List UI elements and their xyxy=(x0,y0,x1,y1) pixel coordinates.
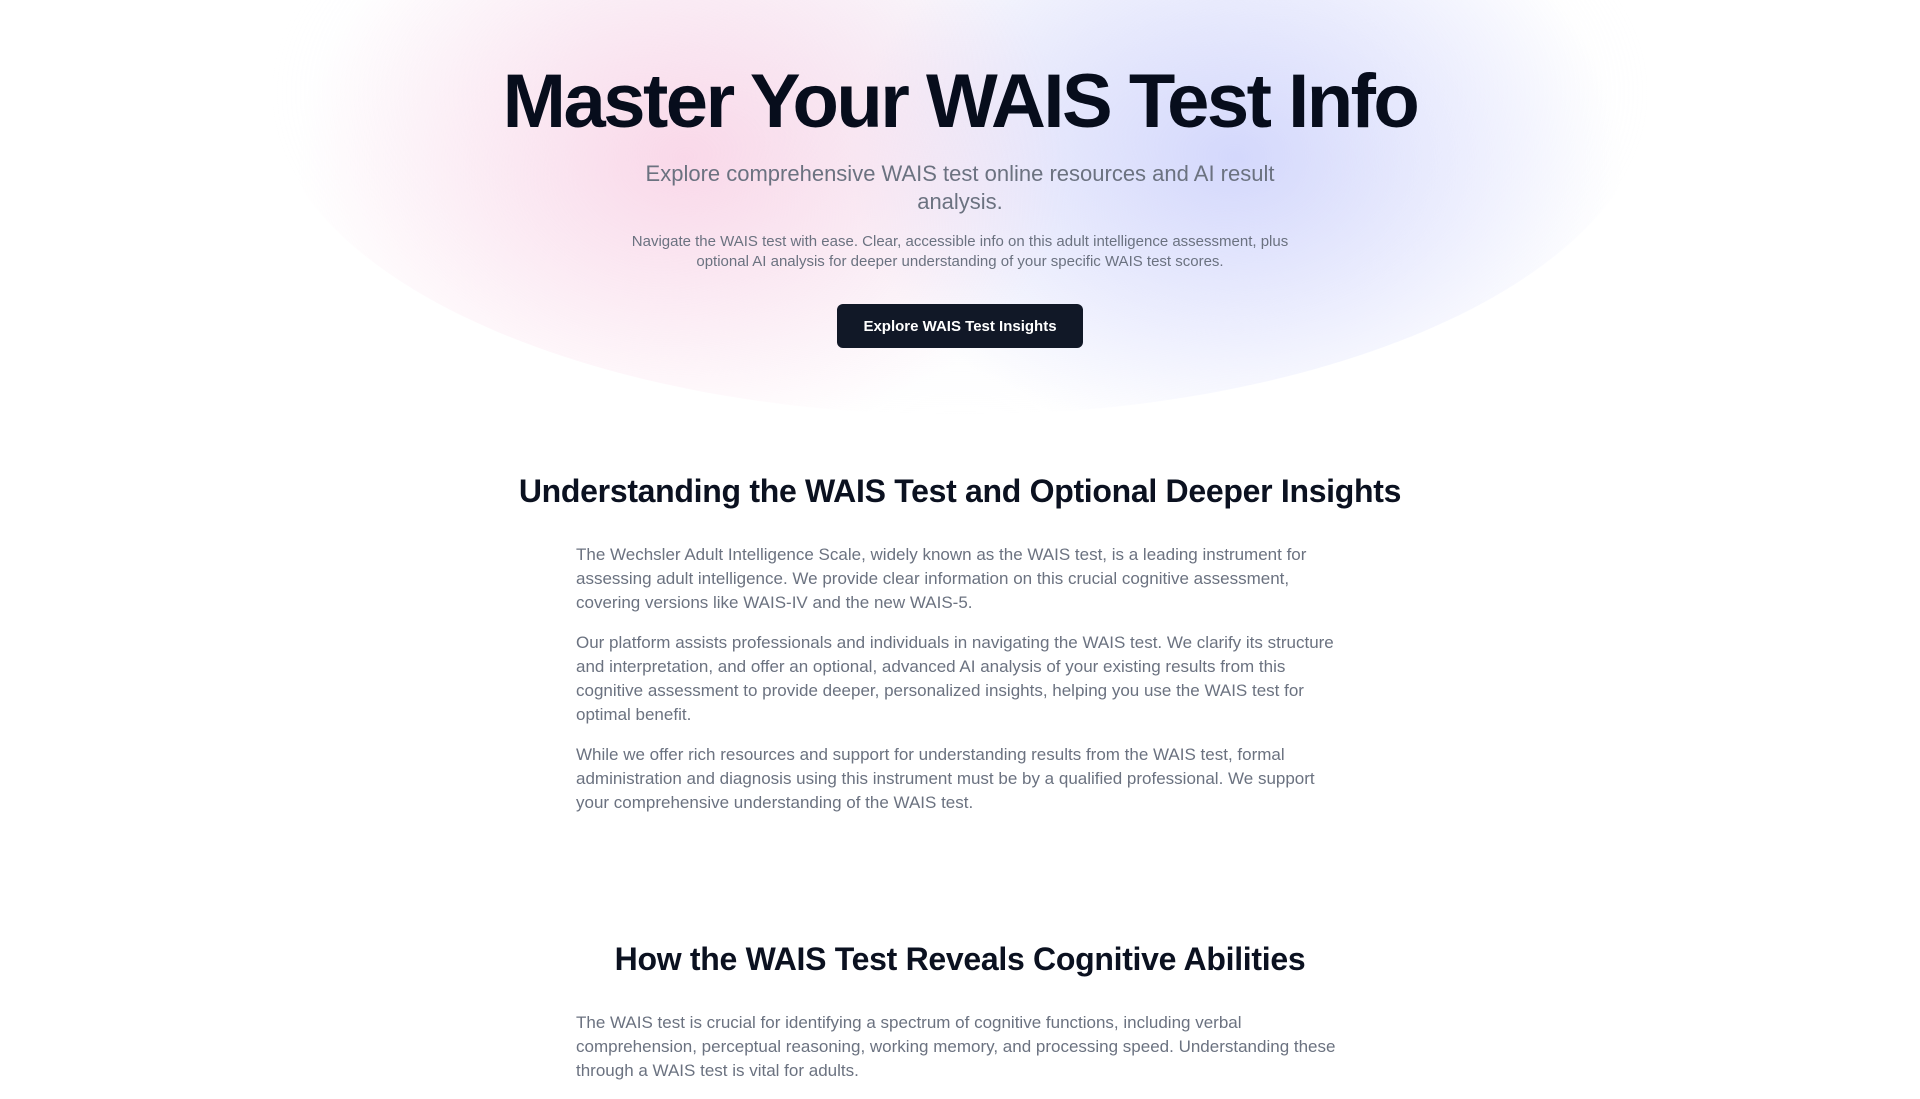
section-body-cognitive-abilities: The WAIS test is crucial for identifying… xyxy=(576,1011,1346,1099)
paragraph: Our platform assists professionals and i… xyxy=(576,633,1334,724)
hero-title: Master Your WAIS Test Info xyxy=(502,59,1420,144)
paragraph: The Wechsler Adult Intelligence Scale, w… xyxy=(576,545,1307,612)
explore-insights-button[interactable]: Explore WAIS Test Insights xyxy=(837,304,1083,348)
section-body-understanding: The Wechsler Adult Intelligence Scale, w… xyxy=(576,543,1346,831)
section-heading-cognitive-abilities: How the WAIS Test Reveals Cognitive Abil… xyxy=(614,941,1306,977)
section-heading-understanding: Understanding the WAIS Test and Optional… xyxy=(518,473,1402,509)
hero-subtitle: Explore comprehensive WAIS test online r… xyxy=(645,161,1275,214)
paragraph: While we offer rich resources and suppor… xyxy=(576,745,1315,812)
hero-description: Navigate the WAIS test with ease. Clear,… xyxy=(631,233,1289,270)
paragraph: The WAIS test is crucial for identifying… xyxy=(576,1013,1336,1080)
hero-section: Master Your WAIS Test Info Explore compr… xyxy=(0,0,1920,415)
